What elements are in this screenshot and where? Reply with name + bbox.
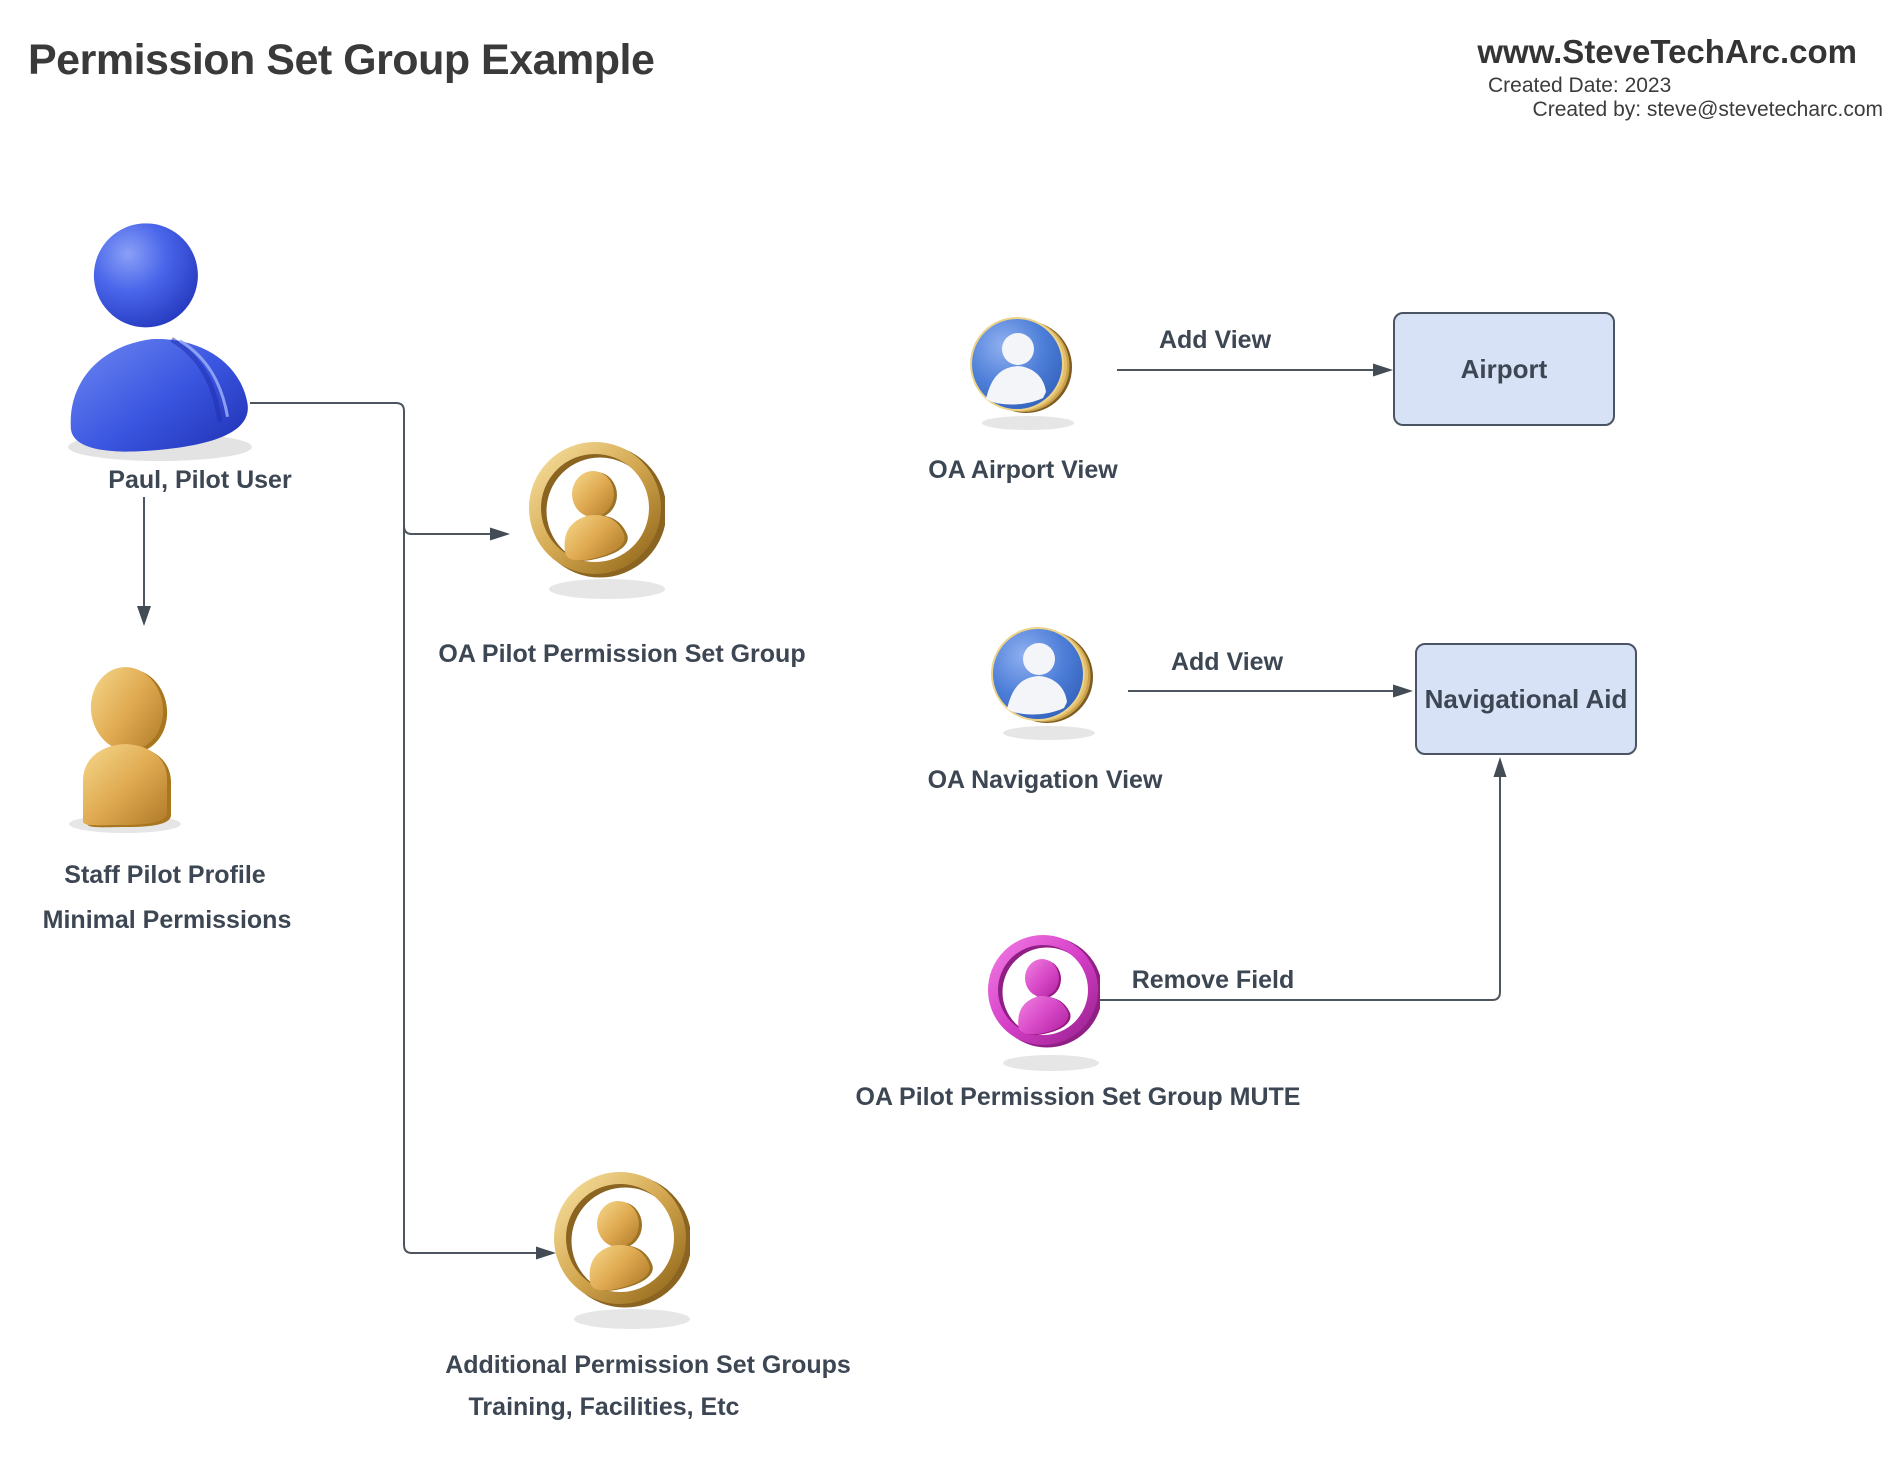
person-disc-blue-icon — [983, 620, 1101, 742]
nav-aid-box: Navigational Aid — [1415, 643, 1637, 755]
arrowhead-right-airport — [1373, 363, 1393, 377]
navigation-view-label: OA Navigation View — [927, 766, 1163, 794]
person-disc-blue-icon — [962, 310, 1080, 432]
page-title: Permission Set Group Example — [28, 36, 655, 84]
add-view-nav-label: Add View — [1170, 648, 1284, 676]
additional-psg-label: Additional Permission Set Groups — [445, 1351, 851, 1379]
airport-box-label: Airport — [1460, 353, 1548, 384]
person-ring-pink-icon — [985, 930, 1100, 1075]
connector-paul-to-additional — [250, 402, 536, 1254]
website-text: www.SteveTechArc.com — [1477, 33, 1857, 70]
arrowhead-right-nav-aid — [1393, 684, 1413, 698]
add-view-airport-label: Add View — [1158, 326, 1272, 354]
staff-profile-sublabel: Minimal Permissions — [42, 906, 292, 934]
arrowhead-down-staff — [137, 606, 151, 626]
psg-label: OA Pilot Permission Set Group — [438, 640, 806, 668]
airport-box: Airport — [1393, 312, 1615, 426]
airport-view-label: OA Airport View — [928, 456, 1118, 484]
person-ring-gold-icon — [525, 438, 665, 603]
arrowhead-right-psg — [490, 527, 510, 541]
remove-field-label: Remove Field — [1131, 966, 1295, 994]
staff-profile-label: Staff Pilot Profile — [64, 861, 266, 889]
created-by-text: Created by: steve@stevetecharc.com — [1532, 98, 1883, 121]
person-ring-gold-icon — [550, 1168, 690, 1333]
person-3d-gold-icon — [65, 665, 185, 835]
mute-label: OA Pilot Permission Set Group MUTE — [855, 1083, 1301, 1111]
person-3d-blue-icon — [48, 215, 258, 465]
connector-branch-to-psg — [403, 525, 490, 535]
arrowhead-up-nav-aid — [1493, 757, 1507, 777]
paul-label: Paul, Pilot User — [108, 466, 292, 494]
created-date-text: Created Date: 2023 — [1488, 74, 1672, 97]
additional-psg-sublabel: Training, Facilities, Etc — [468, 1393, 740, 1421]
nav-aid-box-label: Navigational Aid — [1424, 683, 1628, 714]
